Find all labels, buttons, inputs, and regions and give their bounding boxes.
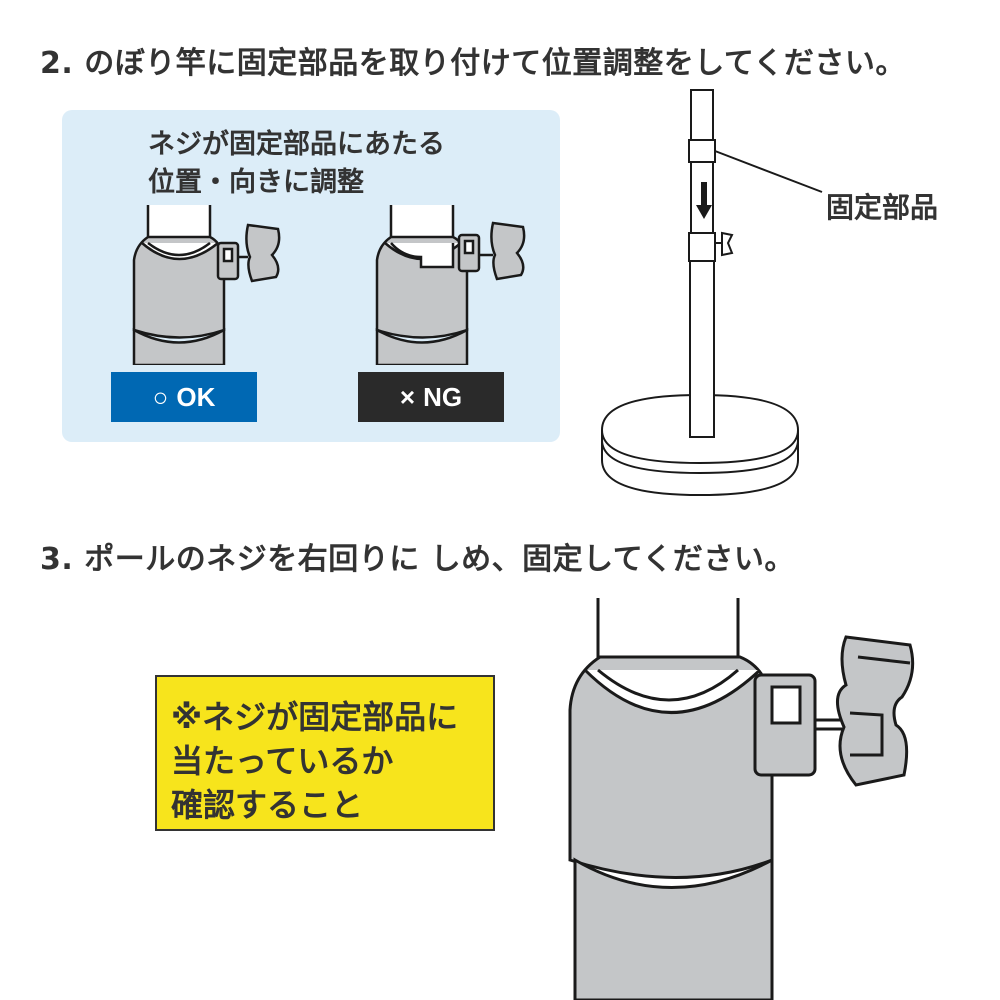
note-line3: 確認すること (171, 786, 364, 824)
circle-mark-icon: ○ (152, 381, 169, 412)
ng-badge-label: NG (423, 381, 463, 412)
warning-note: ※ネジが固定部品に 当たっているか 確認すること (155, 675, 495, 831)
panel-caption-line2: 位置・向きに調整 (148, 167, 364, 198)
ng-badge: × NG (358, 372, 504, 422)
ok-clamp-illustration (132, 205, 281, 365)
note-line2: 当たっているか (171, 742, 394, 780)
panel-caption-line1: ネジが固定部品にあたる (148, 129, 445, 160)
ng-clamp-illustration (375, 205, 526, 365)
pole-stand-diagram (601, 89, 823, 497)
step3-title: 3. ポールのネジを右回りに しめ、固定してください。 (40, 542, 795, 577)
step2-title: 2. のぼり竿に固定部品を取り付けて位置調整をしてください。 (40, 46, 906, 81)
down-arrow-icon (696, 182, 712, 219)
cross-mark-icon: × (399, 381, 416, 412)
ok-badge: ○ OK (111, 372, 257, 422)
fixing-part-callout: 固定部品 (826, 191, 939, 224)
ok-badge-label: OK (176, 381, 216, 412)
note-line1: ※ネジが固定部品に (171, 698, 459, 736)
clamp-closeup-illustration (568, 595, 915, 1000)
panel-caption: ネジが固定部品にあたる 位置・向きに調整 (148, 126, 445, 202)
